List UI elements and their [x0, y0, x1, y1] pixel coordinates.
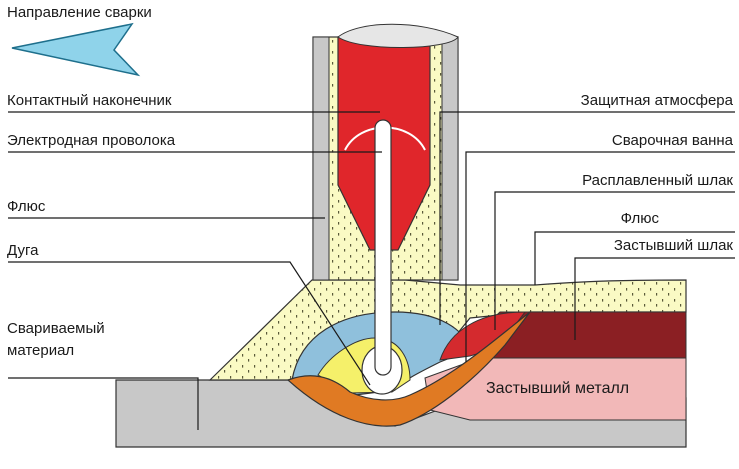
welding-direction-label: Направление сварки [7, 4, 152, 21]
weld-pool-band [286, 311, 531, 427]
base-material-label-line2: материал [7, 342, 75, 359]
nozzle-inner-wall-left [312, 36, 330, 281]
nozzle-inner-wall-right [441, 36, 459, 281]
flux-label-right: Флюс [620, 210, 659, 227]
electrode-wire-label: Электродная проволока [7, 132, 176, 149]
welding-direction-arrow [11, 22, 141, 77]
contact-tip-top [337, 23, 459, 48]
flux-label-left: Флюс [7, 198, 46, 215]
arc-label: Дуга [7, 242, 39, 259]
molten-slag-label: Расплавленный шлак [582, 172, 733, 189]
weld-pool-label: Сварочная ванна [611, 132, 733, 149]
base-material-label-line1: Свариваемый [7, 320, 105, 337]
contact-tip-label: Контактный наконечник [7, 92, 172, 109]
leader-lines [8, 111, 735, 430]
solidified-metal-label: Застывший металл [486, 380, 630, 397]
electrode-wire [374, 119, 392, 376]
solidified-slag-label: Застывший шлак [613, 237, 733, 254]
shielding-atmosphere-label: Защитная атмосфера [580, 92, 733, 109]
